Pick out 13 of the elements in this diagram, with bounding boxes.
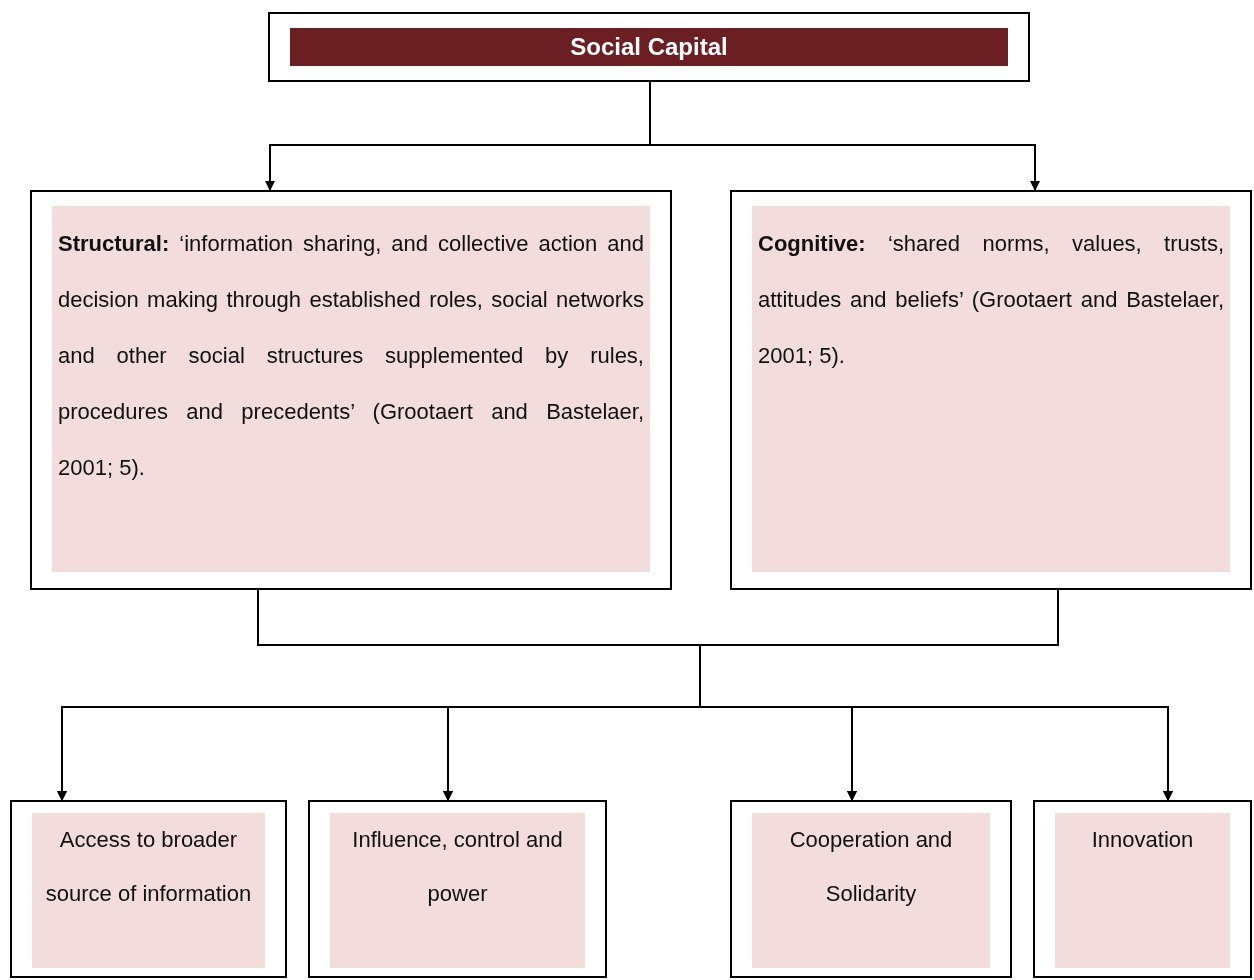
description-text: Structural: ‘information sharing, and collective action and decision making through established roles, social networks and other social structures supplemented by rules, procedures and precedents’ (Grootaert and Bastelaer, 2001; 5). bbox=[58, 230, 644, 482]
description-text: Cognitive: ‘shared norms, values, trusts, attitudes and beliefs’ (Grootaert and Bastelaer, 2001; 5). bbox=[758, 230, 1224, 370]
title-text: Social Capital bbox=[570, 32, 728, 62]
category-box bbox=[730, 190, 1252, 590]
outcome-text: Influence, control and power bbox=[351, 826, 564, 908]
outcome-box bbox=[10, 800, 287, 978]
outcome-text: Access to broader source of information bbox=[44, 826, 253, 908]
outcome-text: Cooperation and Solidarity bbox=[788, 826, 954, 908]
outcome-box bbox=[730, 800, 1012, 978]
title-box bbox=[268, 12, 1030, 82]
outcome-text: Innovation bbox=[1090, 826, 1195, 854]
outcome-box bbox=[308, 800, 607, 978]
outcome-box bbox=[1033, 800, 1252, 978]
